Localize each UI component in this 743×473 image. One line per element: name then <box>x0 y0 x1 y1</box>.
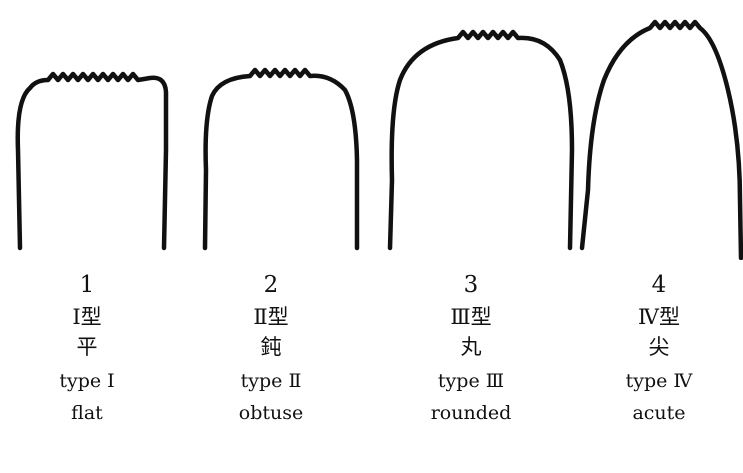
figure-1-type-jp: Ⅰ型 <box>72 305 102 329</box>
figure-3-character: 丸 <box>460 335 482 359</box>
shape-3-rounded <box>387 29 575 251</box>
shape-1-flat <box>15 71 169 251</box>
figure-4-number: 4 <box>651 272 667 298</box>
figure-1-description: flat <box>71 402 103 424</box>
figure-4-type-jp: Ⅳ型 <box>638 305 680 329</box>
figure-1-type-en: type Ⅰ <box>59 370 115 392</box>
figure-2-character: 鈍 <box>260 335 282 359</box>
figure-1-number: 1 <box>79 272 95 298</box>
figure-2-labels: 2 Ⅱ型 鈍 type Ⅱ obtuse <box>196 270 346 428</box>
figure-2-number: 2 <box>263 272 279 298</box>
figure-4-labels: 4 Ⅳ型 尖 type Ⅳ acute <box>584 270 734 428</box>
figure-4-description: acute <box>632 402 686 424</box>
figure-2-type-jp: Ⅱ型 <box>253 305 289 329</box>
shape-2-obtuse <box>202 67 360 251</box>
figure-3-description: rounded <box>430 402 512 424</box>
figure-3-number: 3 <box>463 272 479 298</box>
figure-1-labels: 1 Ⅰ型 平 type Ⅰ flat <box>12 270 162 428</box>
figure-2-description: obtuse <box>238 402 304 424</box>
shape-4-acute <box>579 19 743 260</box>
figure-3-type-en: type Ⅲ <box>437 370 505 392</box>
figure-3-type-jp: Ⅲ型 <box>450 305 492 329</box>
figure-2-type-en: type Ⅱ <box>240 370 302 392</box>
figure-4-character: 尖 <box>648 335 670 359</box>
papilla-shapes-diagram <box>15 19 743 260</box>
figure-4-type-en: type Ⅳ <box>625 370 693 392</box>
figure-3-labels: 3 Ⅲ型 丸 type Ⅲ rounded <box>396 270 546 428</box>
figure-1-character: 平 <box>76 335 98 359</box>
